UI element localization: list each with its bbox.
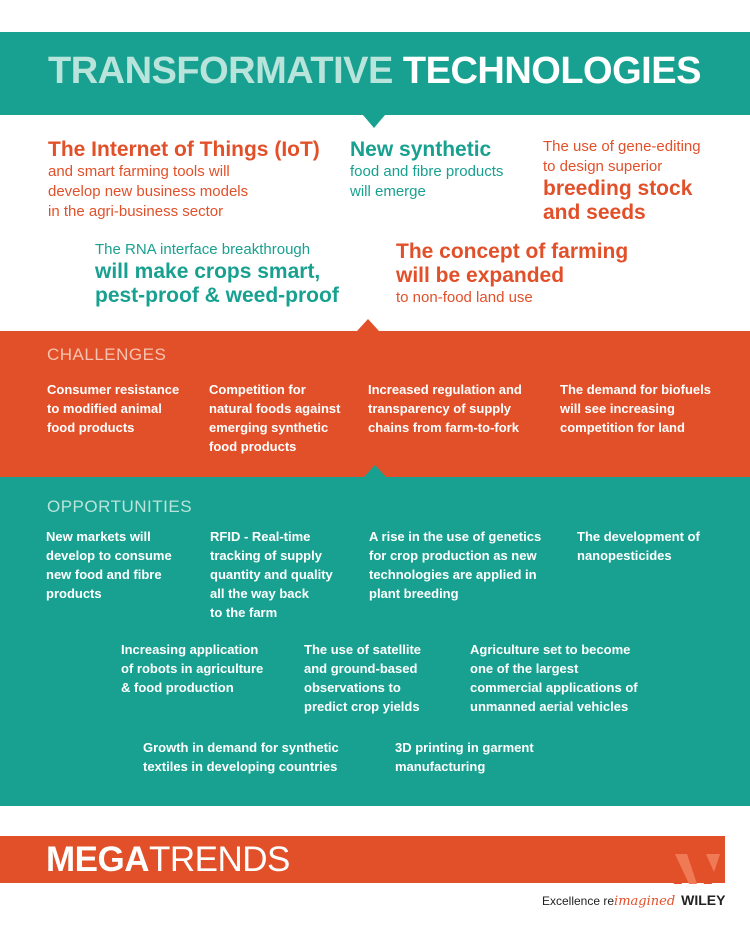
tech-farming-line: to non-food land use	[396, 289, 533, 306]
title-part-2: TECHNOLOGIES	[402, 50, 702, 92]
opportunity-item: New markets will develop to consume new …	[46, 527, 206, 603]
challenge-line: competition for land	[560, 420, 685, 435]
tech-synthetic-heading: New synthetic	[350, 138, 492, 161]
tech-rna-heading: will make crops smart,	[95, 260, 321, 283]
opportunity-line: plant breeding	[369, 586, 459, 601]
megatrends-mega: MEGA	[46, 840, 150, 879]
tech-gene-editing: The use of gene-editing to design superi…	[543, 137, 743, 225]
opportunity-line: and ground-based	[304, 661, 418, 676]
wiley-brand: WILEY	[681, 892, 726, 908]
megatrends-banner	[0, 836, 725, 883]
opportunity-item: Growth in demand for synthetic textiles …	[143, 738, 383, 776]
challenge-line: chains from farm-to-fork	[368, 420, 519, 435]
opportunity-line: Agriculture set to become	[470, 642, 631, 657]
challenge-line: transparency of supply	[368, 401, 512, 416]
opportunity-line: predict crop yields	[304, 699, 420, 714]
challenge-line: will see increasing	[560, 401, 675, 416]
opportunity-line: & food production	[121, 680, 234, 695]
opportunity-line: A rise in the use of genetics	[369, 529, 542, 544]
title-part-1: TRANSFORMATIVE	[48, 50, 393, 92]
opportunity-line: The use of satellite	[304, 642, 422, 657]
opportunity-line: textiles in developing countries	[143, 759, 338, 774]
challenge-line: natural foods against	[209, 401, 341, 416]
opportunity-line: Growth in demand for synthetic	[143, 740, 339, 755]
challenge-line: food products	[47, 420, 135, 435]
tech-rna-line: The RNA interface breakthrough	[95, 241, 311, 258]
opportunity-line: to the farm	[210, 605, 278, 620]
tech-iot: The Internet of Things (IoT) and smart f…	[48, 138, 348, 222]
tech-synthetic-line: food and fibre products	[350, 163, 504, 180]
challenge-line: Increased regulation and	[368, 382, 522, 397]
opportunities-title: OPPORTUNITIES	[47, 497, 193, 516]
opportunity-line: products	[46, 586, 102, 601]
opportunity-item: The use of satellite and ground-based ob…	[304, 640, 464, 716]
page-title: TRANSFORMATIVE TECHNOLOGIES	[48, 50, 701, 93]
tech-iot-heading: The Internet of Things (IoT)	[48, 138, 320, 161]
opportunity-line: for crop production as new	[369, 548, 537, 563]
opportunity-line: New markets will	[46, 529, 151, 544]
challenge-item: The demand for biofuels will see increas…	[560, 380, 740, 437]
opportunity-item: Increasing application of robots in agri…	[121, 640, 301, 697]
challenge-item: Competition for natural foods against em…	[209, 380, 369, 456]
challenge-line: Consumer resistance	[47, 382, 180, 397]
opportunity-line: tracking of supply	[210, 548, 322, 563]
opportunity-line: one of the largest	[470, 661, 579, 676]
banner-pointer	[363, 115, 385, 128]
opportunity-line: quantity and quality	[210, 567, 333, 582]
tech-gene-heading: and seeds	[543, 201, 646, 224]
opportunities-section	[0, 477, 750, 806]
tech-farming: The concept of farming will be expanded …	[396, 240, 656, 308]
opportunity-line: observations to	[304, 680, 401, 695]
challenge-item: Consumer resistance to modified animal f…	[47, 380, 207, 437]
opportunity-line: Increasing application	[121, 642, 259, 657]
tagline-pre: Excellence re	[542, 894, 615, 908]
tech-gene-heading: breeding stock	[543, 177, 693, 200]
opportunity-item: 3D printing in garment manufacturing	[395, 738, 575, 776]
wiley-w-logo-icon	[660, 854, 720, 884]
tech-iot-line: develop new business models	[48, 183, 249, 200]
opportunity-line: unmanned aerial vehicles	[470, 699, 629, 714]
opportunity-item: Agriculture set to become one of the lar…	[470, 640, 670, 716]
megatrends-trends: TRENDS	[149, 840, 290, 879]
challenge-line: Competition for	[209, 382, 306, 397]
opportunity-line: new food and fibre	[46, 567, 162, 582]
challenges-title: CHALLENGES	[47, 345, 167, 364]
opportunities-pointer	[364, 465, 386, 477]
opportunity-item: RFID - Real-time tracking of supply quan…	[210, 527, 360, 622]
opportunity-line: nanopesticides	[577, 548, 672, 563]
tech-farming-heading: will be expanded	[396, 264, 565, 287]
opportunity-line: RFID - Real-time	[210, 529, 311, 544]
title-banner	[0, 32, 750, 115]
opportunity-item: The development of nanopesticides	[577, 527, 737, 565]
tech-synthetic-line: will emerge	[350, 183, 426, 200]
opportunity-line: of robots in agriculture	[121, 661, 264, 676]
tech-synthetic: New synthetic food and fibre products wi…	[350, 138, 535, 202]
megatrends-logo: MEGATRENDS	[46, 840, 290, 880]
challenge-line: emerging synthetic	[209, 420, 329, 435]
opportunity-line: commercial applications of	[470, 680, 638, 695]
challenges-pointer	[357, 319, 379, 331]
opportunity-line: 3D printing in garment	[395, 740, 534, 755]
wiley-tagline: Excellence reimagined WILEY	[542, 892, 726, 909]
tech-gene-line: to design superior	[543, 158, 663, 175]
opportunity-line: all the way back	[210, 586, 309, 601]
tech-gene-line: The use of gene-editing	[543, 138, 701, 155]
tagline-script: imagined	[614, 894, 676, 909]
challenge-line: to modified animal	[47, 401, 162, 416]
opportunity-line: The development of	[577, 529, 700, 544]
tech-iot-line: and smart farming tools will	[48, 163, 230, 180]
challenge-line: The demand for biofuels	[560, 382, 711, 397]
opportunity-line: manufacturing	[395, 759, 486, 774]
tech-rna: The RNA interface breakthrough will make…	[95, 240, 375, 308]
tech-rna-heading: pest-proof & weed-proof	[95, 284, 339, 307]
tech-farming-heading: The concept of farming	[396, 240, 629, 263]
challenge-line: food products	[209, 439, 297, 454]
challenges-section	[0, 331, 750, 477]
opportunity-item: A rise in the use of genetics for crop p…	[369, 527, 574, 603]
challenge-item: Increased regulation and transparency of…	[368, 380, 558, 437]
opportunity-line: technologies are applied in	[369, 567, 537, 582]
tech-iot-line: in the agri-business sector	[48, 203, 224, 220]
opportunity-line: develop to consume	[46, 548, 172, 563]
